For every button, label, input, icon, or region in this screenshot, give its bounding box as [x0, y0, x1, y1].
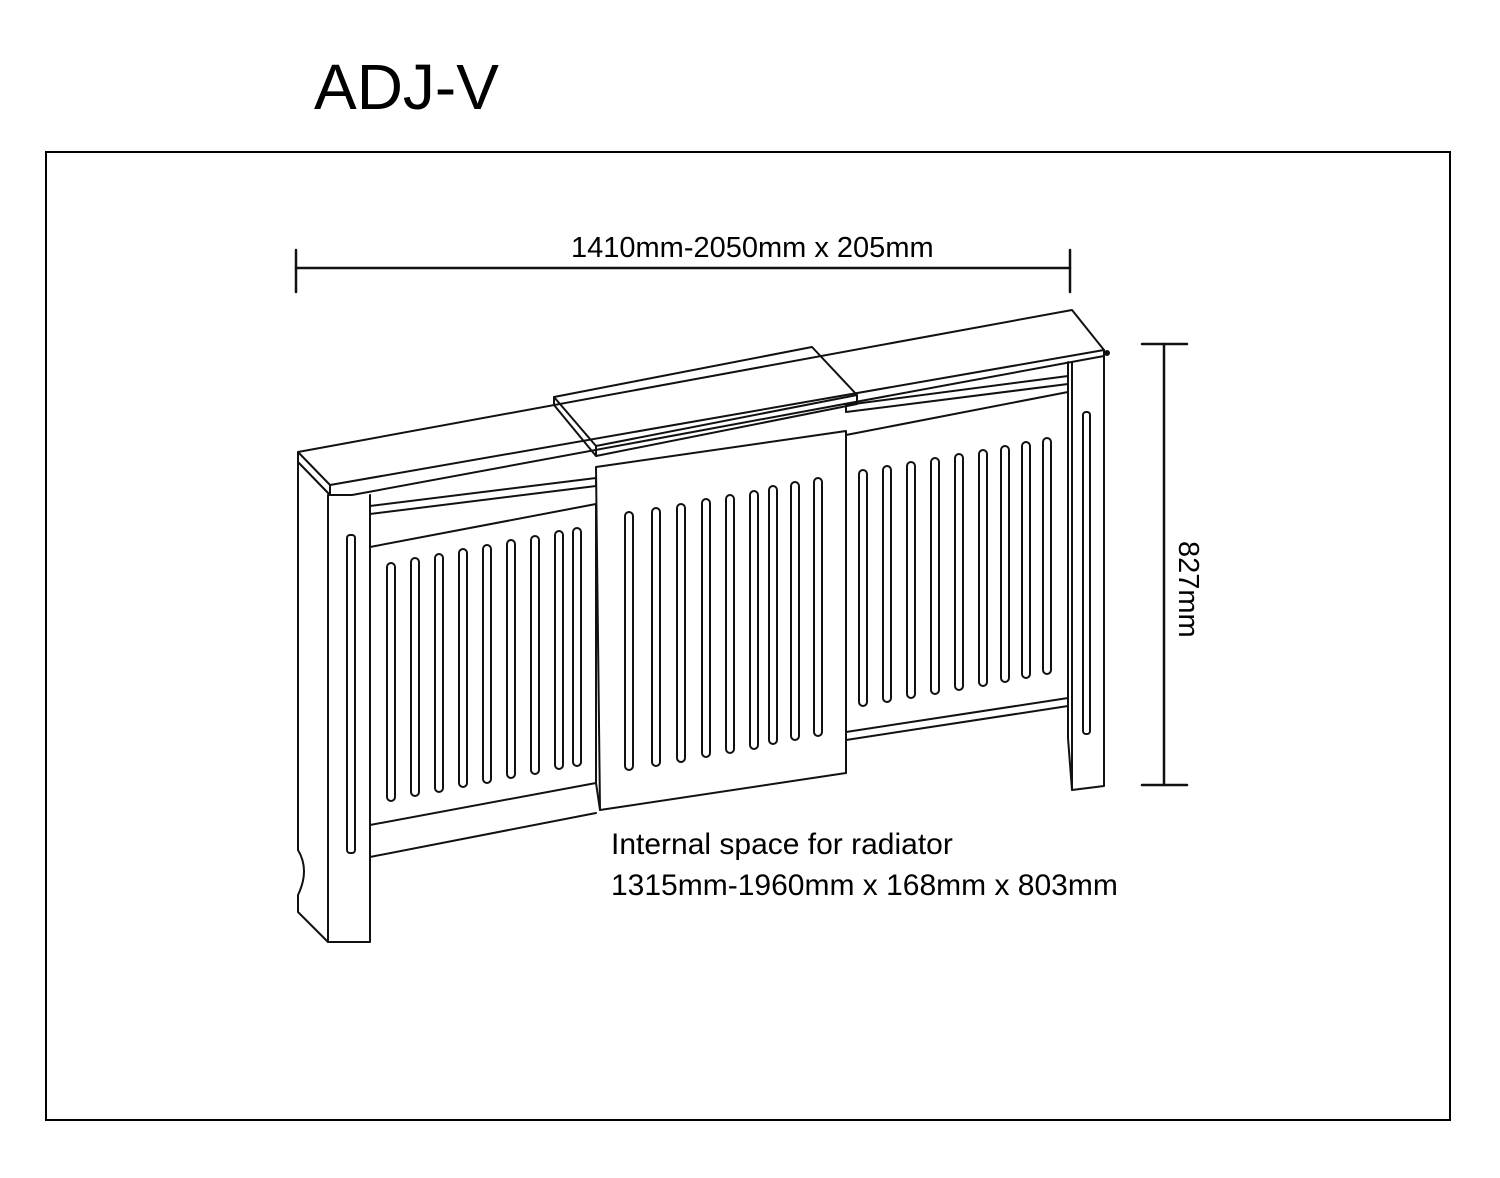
- width-dimension-line: [294, 248, 1072, 294]
- top-shelf: [297, 309, 1110, 496]
- left-grille-panel: [369, 477, 597, 858]
- drawing-frame: [45, 151, 1451, 1121]
- internal-space-label: Internal space for radiator: [611, 828, 953, 861]
- right-grille-panel: [845, 375, 1069, 741]
- sliding-grille-panel: [595, 430, 847, 811]
- product-title: ADJ-V: [314, 51, 499, 123]
- bottom-rail: [595, 739, 847, 811]
- height-dimension-label: 827mm: [1172, 541, 1204, 638]
- right-leg: [1067, 355, 1105, 791]
- left-leg: [297, 461, 371, 943]
- internal-space-dimensions: 1315mm-1960mm x 168mm x 803mm: [611, 869, 1118, 902]
- width-dimension-label: 1410mm-2050mm x 205mm: [571, 232, 934, 264]
- height-dimension-line: [1140, 342, 1189, 787]
